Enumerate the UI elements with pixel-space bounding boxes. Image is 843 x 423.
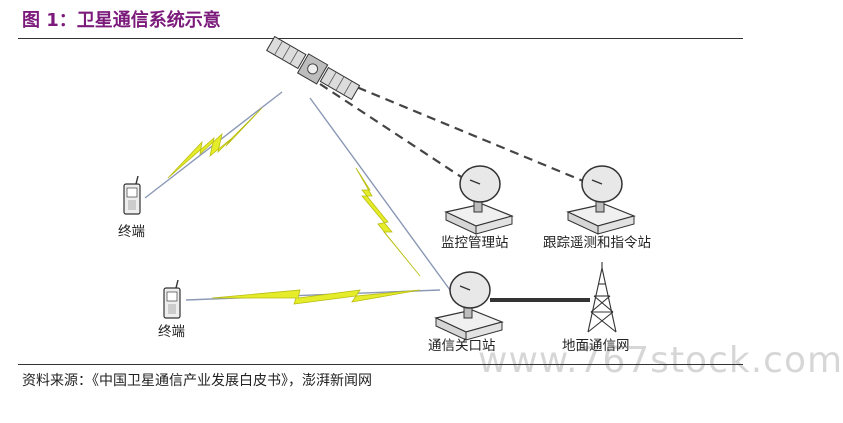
- figure-source: 资料来源：《中国卫星通信产业发展白皮书》，澎湃新闻网: [22, 373, 372, 389]
- mobile-phone-icon: [163, 279, 181, 319]
- dashed-link-tracking: [329, 74, 601, 190]
- transmission-tower-icon: [587, 262, 617, 333]
- lightning-bolt-lower: [211, 289, 421, 305]
- satellite-dish-icon: [444, 165, 514, 235]
- terminal-2-label: 终端: [158, 324, 185, 340]
- satellite-icon: [266, 35, 361, 101]
- terrestrial-network-label: 地面通信网: [562, 338, 630, 354]
- figure-title: 图 1：卫星通信系统示意: [22, 10, 221, 31]
- mobile-phone-icon: [123, 175, 141, 215]
- monitoring-station-label: 监控管理站: [441, 235, 509, 251]
- satellite-dish-icon: [566, 165, 636, 235]
- lightning-bolt-upper-left: [167, 107, 263, 179]
- watermark-text: www.767stock.com: [478, 340, 843, 381]
- lightning-bolt-center: [355, 167, 421, 277]
- diagram-canvas: 终端 终端 监控管理站 跟踪遥测和指令站 通信关口站 地面通信网: [118, 35, 651, 354]
- tracking-station-label: 跟踪遥测和指令站: [543, 235, 651, 251]
- source-divider: [18, 364, 743, 365]
- terminal-1-label: 终端: [118, 224, 145, 240]
- dashed-link-monitoring: [319, 83, 479, 189]
- link-satellite-gateway: [309, 97, 451, 291]
- gateway-station-label: 通信关口站: [428, 338, 496, 354]
- title-divider: [18, 38, 743, 39]
- satellite-dish-icon: [434, 271, 504, 341]
